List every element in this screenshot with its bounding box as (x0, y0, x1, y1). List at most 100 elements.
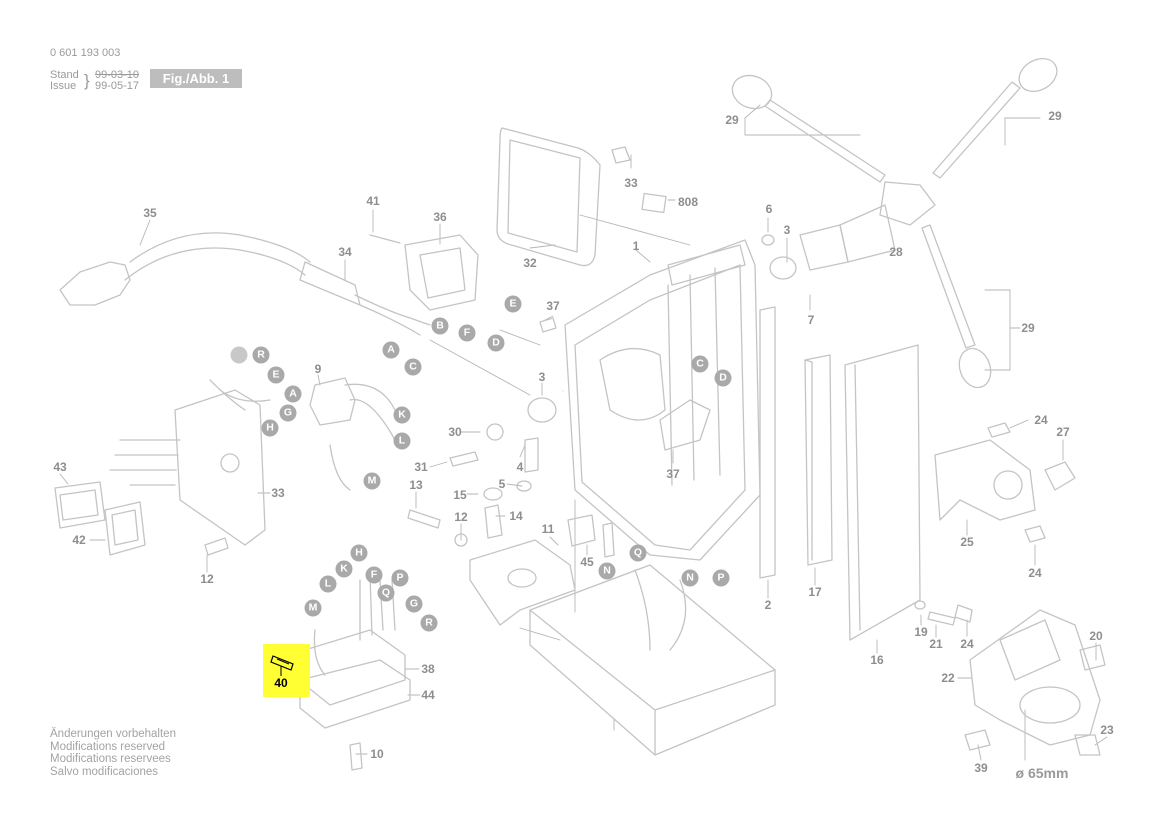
wire-letter-marker: E (267, 366, 285, 384)
part-number-label: 41 (366, 194, 380, 208)
wire-letter-marker: K (393, 406, 411, 424)
part-number-label: 43 (53, 460, 67, 474)
highlight-part-number: 40 (274, 676, 288, 690)
stand-label: Stand (50, 69, 79, 81)
wire-letter-marker: C (404, 358, 422, 376)
wire-letter-marker: K (335, 560, 353, 578)
part-number: 0 601 193 003 (50, 47, 121, 59)
part-number-label: 24 (1028, 566, 1042, 580)
part-number-label: 7 (807, 313, 815, 327)
part-number-label: 21 (929, 637, 943, 651)
wire-letter-marker: D (714, 369, 732, 387)
wire-letter-marker: A (382, 341, 400, 359)
wire-letter-marker: G (405, 595, 423, 613)
part-number-label: 37 (546, 299, 560, 313)
wire-letter-marker: G (279, 404, 297, 422)
switch-42-lower (104, 501, 146, 556)
part-number-label: 23 (1100, 723, 1114, 737)
wire-letter-marker: P (712, 569, 730, 587)
wire-letter-marker: H (350, 544, 368, 562)
wire-letter-marker: A (284, 385, 302, 403)
part-number-label: 1 (632, 239, 640, 253)
part-number-label: 29 (1048, 109, 1062, 123)
wire-letter-marker: Q (377, 584, 395, 602)
issue-label: Issue (50, 80, 77, 92)
part-number-label: 30 (448, 425, 462, 439)
wire-letter-marker: F (365, 566, 383, 584)
part-number-label: 36 (433, 210, 447, 224)
part-number-label: 29 (725, 113, 739, 127)
part-number-label: 17 (808, 585, 822, 599)
part-number-label: 24 (1034, 413, 1048, 427)
wire-letter-marker: M (304, 599, 322, 617)
part-number-label: 12 (454, 510, 468, 524)
part-number-label: 19 (914, 625, 928, 639)
part-number-label: 44 (421, 688, 435, 702)
stand-date: 99-03-10 (95, 69, 140, 81)
footer-notes: Änderungen vorbehalten Modifications res… (50, 728, 176, 778)
footer-line: Änderungen vorbehalten (50, 728, 176, 740)
part-number-label: 28 (889, 245, 903, 259)
part-number-label: 34 (338, 245, 352, 259)
wire-letter-marker: R (252, 346, 270, 364)
part-number-label: 16 (870, 653, 884, 667)
wire-letter-marker: N (598, 562, 616, 580)
part-number-label: 808 (677, 195, 699, 209)
part-number-label: 33 (271, 486, 285, 500)
part-number-label: 25 (960, 535, 974, 549)
wire-letter-marker: H (261, 419, 279, 437)
column-16 (844, 344, 921, 641)
wire-letter-marker: E (504, 295, 522, 313)
part-number-label: 2 (764, 598, 772, 612)
part-number-label: 14 (509, 509, 523, 523)
rack-17 (804, 354, 833, 566)
part-number-label: 6 (765, 202, 773, 216)
wire-letter-marker: Q (629, 544, 647, 562)
wire-letter-marker: L (393, 432, 411, 450)
block-10 (529, 564, 776, 756)
wire-letter-marker: L (319, 575, 337, 593)
wire-letter-marker: N (681, 569, 699, 587)
part-number-label: 39 (974, 761, 988, 775)
wire-letter-marker: D (487, 334, 505, 352)
plate-11 (469, 539, 576, 626)
part-number-label: 9 (314, 362, 322, 376)
footer-line: Modifications reserved (50, 740, 166, 753)
part-number-label: 12 (200, 572, 214, 586)
wire-letter-marker: P (391, 569, 409, 587)
main-frame (527, 239, 761, 561)
part-number-label: 10 (370, 747, 384, 761)
part-number-label: 4 (516, 460, 524, 474)
part-number-label: 3 (538, 370, 546, 384)
part-number-label: 22 (941, 671, 955, 685)
part-number-label: 32 (523, 256, 537, 270)
part-number-label: 31 (414, 460, 428, 474)
footer-line: Salvo modificaciones (50, 765, 159, 778)
switch-block (404, 234, 479, 311)
part-number-label: 27 (1056, 425, 1070, 439)
footer-line: Modifications reservees (50, 753, 171, 765)
housing-38 (299, 659, 411, 729)
plug (59, 261, 131, 306)
wire-letter-marker: B (431, 317, 449, 335)
bracket-25 (934, 439, 1036, 521)
base-20 (969, 609, 1101, 746)
part-number-label: 35 (143, 206, 157, 220)
part-number-label: 3 (783, 223, 791, 237)
part-number-label: 42 (72, 533, 86, 547)
part-number-label: 20 (1089, 629, 1103, 643)
wire-letter-marker: F (458, 324, 476, 342)
part-number-label: 29 (1021, 321, 1035, 335)
part-number-label: 13 (409, 478, 423, 492)
plate-9 (174, 389, 266, 546)
part-number-label: 37 (666, 467, 680, 481)
part-number-label: 5 (498, 477, 506, 491)
diameter-label: ø 65mm (1015, 765, 1069, 781)
brace-icon: } (84, 71, 90, 90)
wire-letter-marker: R (420, 614, 438, 632)
part-number-label: 33 (624, 176, 638, 190)
blank-marker-icon (230, 346, 248, 364)
switch-43 (54, 481, 106, 529)
